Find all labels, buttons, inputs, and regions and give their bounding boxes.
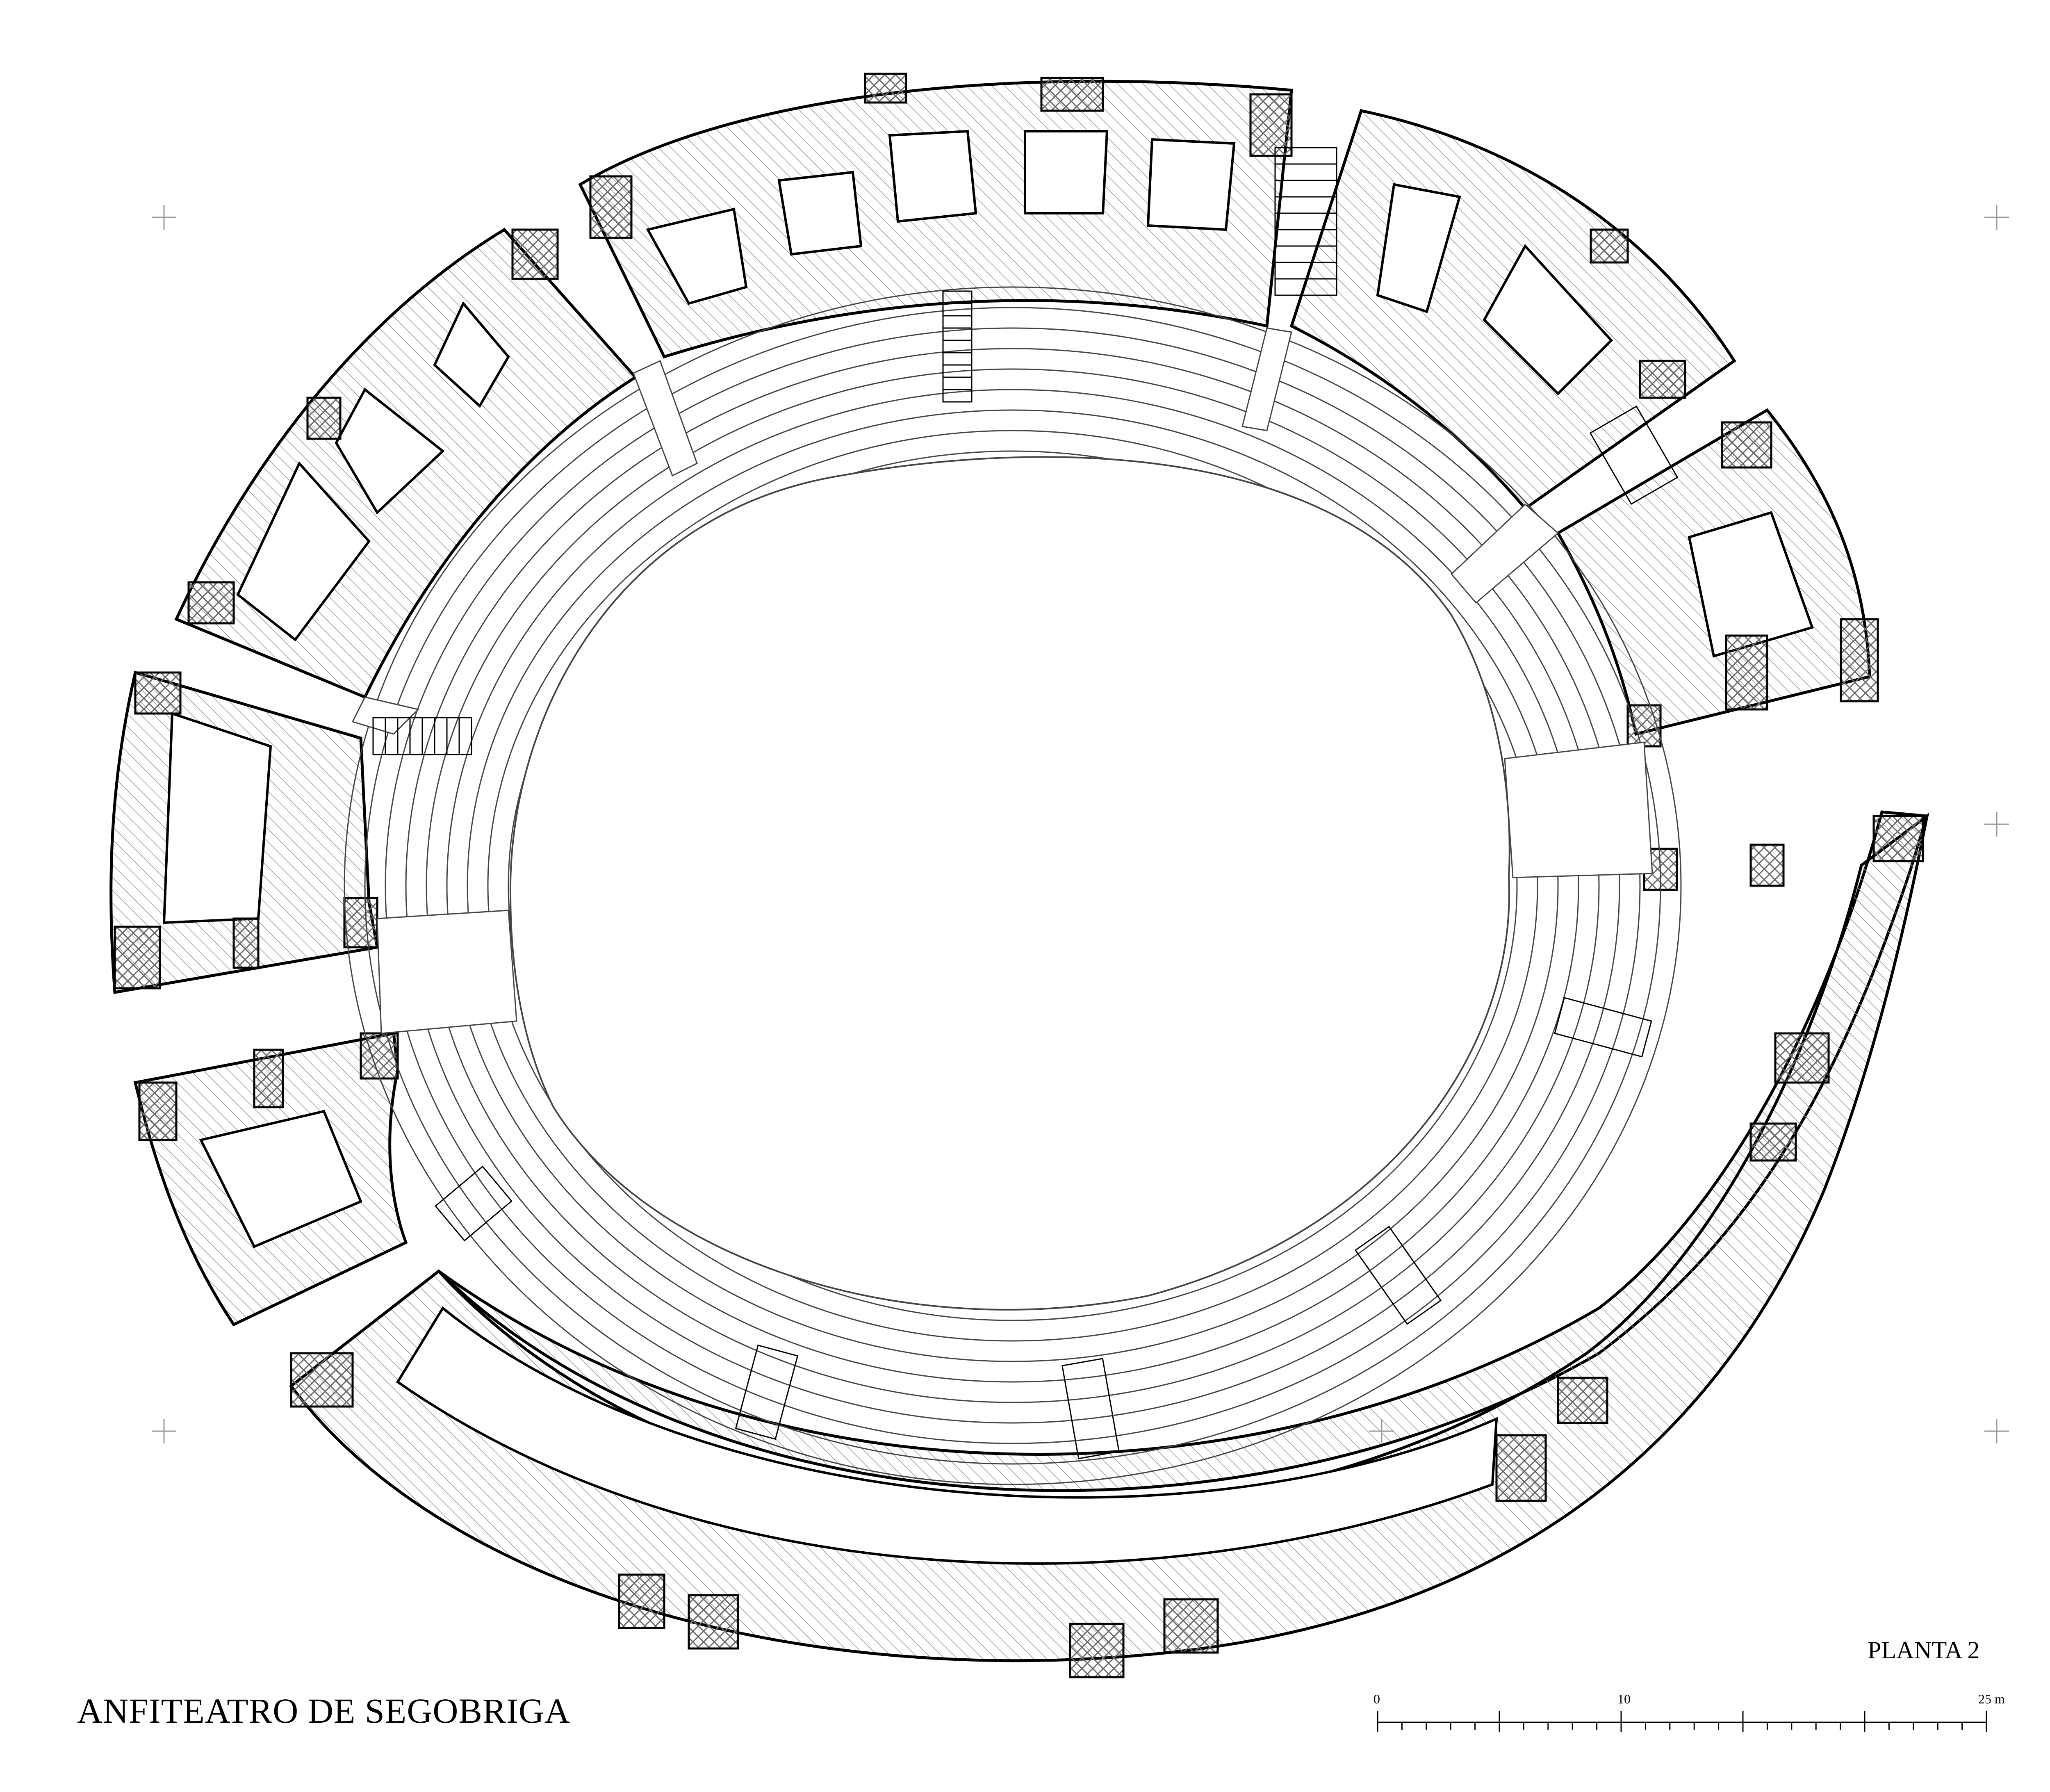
- north-passage-west: [633, 360, 698, 477]
- rooms: [162, 130, 1814, 1565]
- scale-bar: [1377, 1711, 1987, 1732]
- scale-label-mid: 10: [1617, 1692, 1631, 1706]
- stair-south-west: [435, 1165, 512, 1242]
- scale-ticks: [1377, 1711, 1987, 1732]
- ne-passage: [1450, 503, 1559, 604]
- sheet-label: PLANTA 2: [1868, 1637, 1980, 1664]
- arena: [509, 456, 1510, 1311]
- stair-east-upper: [1589, 405, 1679, 505]
- staircases: [372, 147, 1679, 1459]
- north-sector: [578, 80, 1293, 359]
- stair-south-east: [1354, 1226, 1442, 1325]
- drawing-title: ANFITEATRO DE SEGOBRIGA: [77, 1691, 571, 1730]
- nw-passage: [351, 696, 419, 735]
- north-passage-east: [1241, 327, 1292, 431]
- west-entrance: [376, 910, 517, 1034]
- stair-north-east: [1274, 147, 1337, 296]
- stair-east: [1554, 997, 1652, 1058]
- scale-label-end: 25 m: [1978, 1692, 2005, 1706]
- stair-south-centre: [1061, 1358, 1120, 1459]
- entrances: [351, 327, 1653, 1034]
- stair-north: [942, 290, 973, 403]
- east-entrance: [1504, 741, 1653, 878]
- scale-label-start: 0: [1374, 1692, 1380, 1706]
- stair-south: [735, 1344, 799, 1440]
